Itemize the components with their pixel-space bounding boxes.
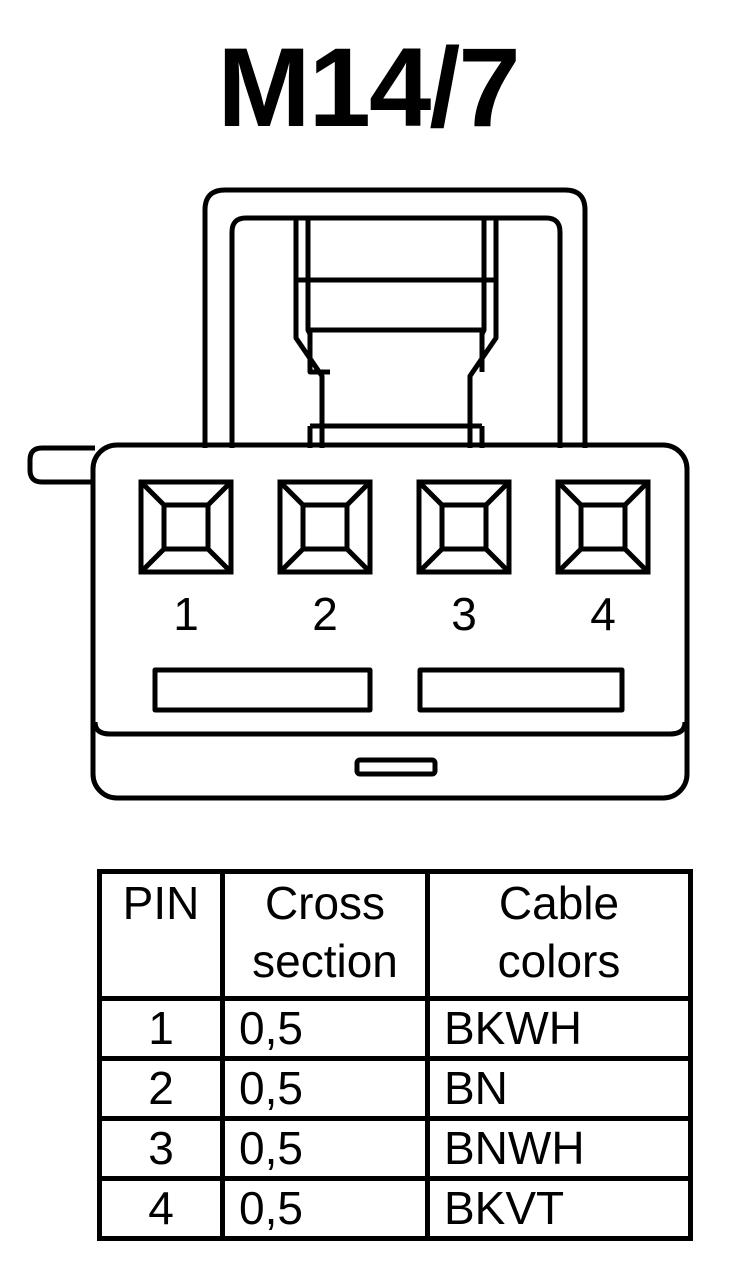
table-row: 3 0,5 BNWH [97,1116,693,1181]
cell-cable-color: BKWH [425,996,693,1061]
latch-inner [229,215,563,448]
table-header-row: PIN Cross section Cable colors [97,869,693,1001]
latch-tongue-inner [305,218,330,375]
header-cable-colors: Cable colors [425,869,693,1001]
pin-table: PIN Cross section Cable colors 1 0,5 BKW… [97,869,693,1241]
pin-cavity-3 [416,479,512,575]
connector-title: M14/7 [217,25,520,150]
table-row: 2 0,5 BN [97,1056,693,1121]
pin-cavity-2 [277,479,373,575]
cell-cross-section: 0,5 [220,1116,430,1181]
latch-outer [202,187,588,448]
latch-tongue-inner-r [479,218,487,372]
pin-cavity-4 [555,479,651,575]
table-row: 4 0,5 BKVT [97,1176,693,1241]
bottom-notch [354,757,438,777]
pin-label-3: 3 [451,588,477,640]
slot-right [417,667,625,713]
side-tab [27,445,95,485]
cell-cross-section: 0,5 [220,1056,430,1121]
body-ledge [92,721,688,737]
connector-drawing: 1 2 3 4 [27,187,690,801]
pin-label-4: 4 [590,588,616,640]
pin-label-1: 1 [173,588,199,640]
cell-cable-color: BNWH [425,1116,693,1181]
cell-pin: 3 [97,1116,225,1181]
pin-label-2: 2 [312,588,338,640]
header-cross-section: Cross section [220,869,430,1001]
table-row: 1 0,5 BKWH [97,996,693,1061]
connector-body [90,442,690,801]
slot-left [152,667,373,713]
cell-cross-section: 0,5 [220,1176,430,1241]
pin-cavity-1 [138,479,234,575]
cell-cross-section: 0,5 [220,996,430,1061]
cell-pin: 4 [97,1176,225,1241]
header-pin: PIN [97,869,225,1001]
cell-cable-color: BN [425,1056,693,1121]
cell-pin: 1 [97,996,225,1061]
cell-pin: 2 [97,1056,225,1121]
cell-cable-color: BKVT [425,1176,693,1241]
